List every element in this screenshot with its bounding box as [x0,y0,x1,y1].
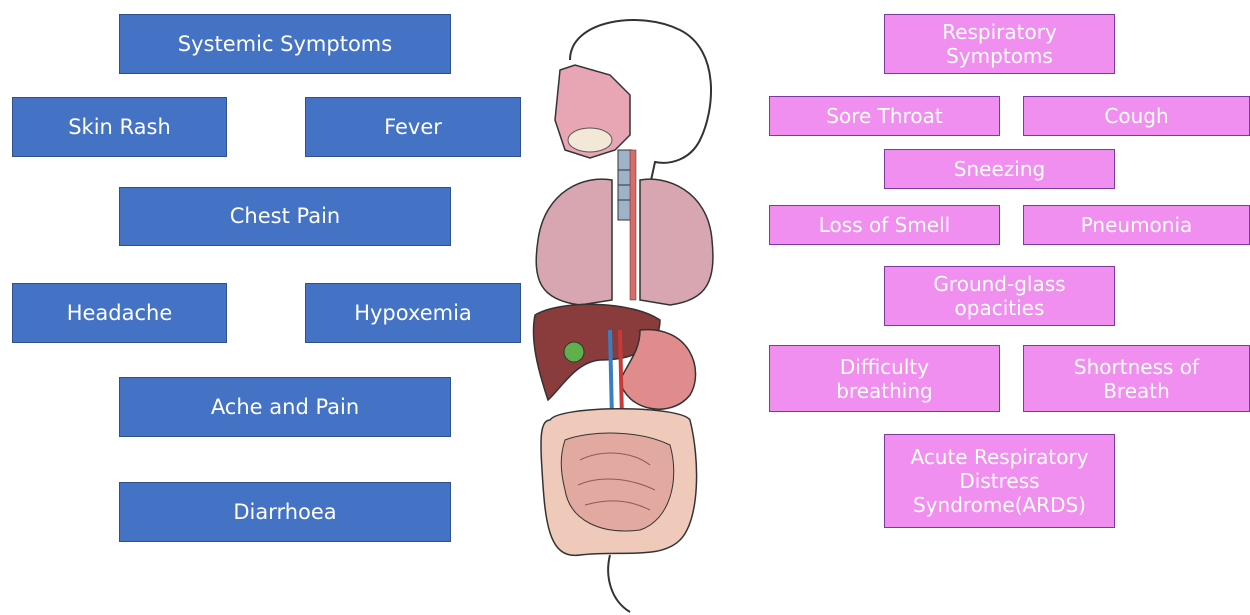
sore-throat-box: Sore Throat [769,96,1000,136]
ache-and-pain-box: Ache and Pain [119,377,451,437]
difficulty-breathing-box: Difficulty breathing [769,345,1000,412]
headache-box: Headache [12,283,227,343]
systemic-symptoms-title: Systemic Symptoms [119,14,451,74]
respiratory-symptoms-title: Respiratory Symptoms [884,14,1115,74]
skin-rash-box: Skin Rash [12,97,227,157]
chest-pain-box: Chest Pain [119,187,451,246]
sneezing-box: Sneezing [884,149,1115,189]
cough-box: Cough [1023,96,1250,136]
ground-glass-opacities-box: Ground-glass opacities [884,266,1115,326]
hypoxemia-box: Hypoxemia [305,283,521,343]
ards-box: Acute Respiratory Distress Syndrome(ARDS… [884,434,1115,528]
loss-of-smell-box: Loss of Smell [769,205,1000,245]
shortness-of-breath-box: Shortness of Breath [1023,345,1250,412]
fever-box: Fever [305,97,521,157]
pneumonia-box: Pneumonia [1023,205,1250,245]
human-anatomy-icon [520,0,720,615]
diarrhoea-box: Diarrhoea [119,482,451,542]
